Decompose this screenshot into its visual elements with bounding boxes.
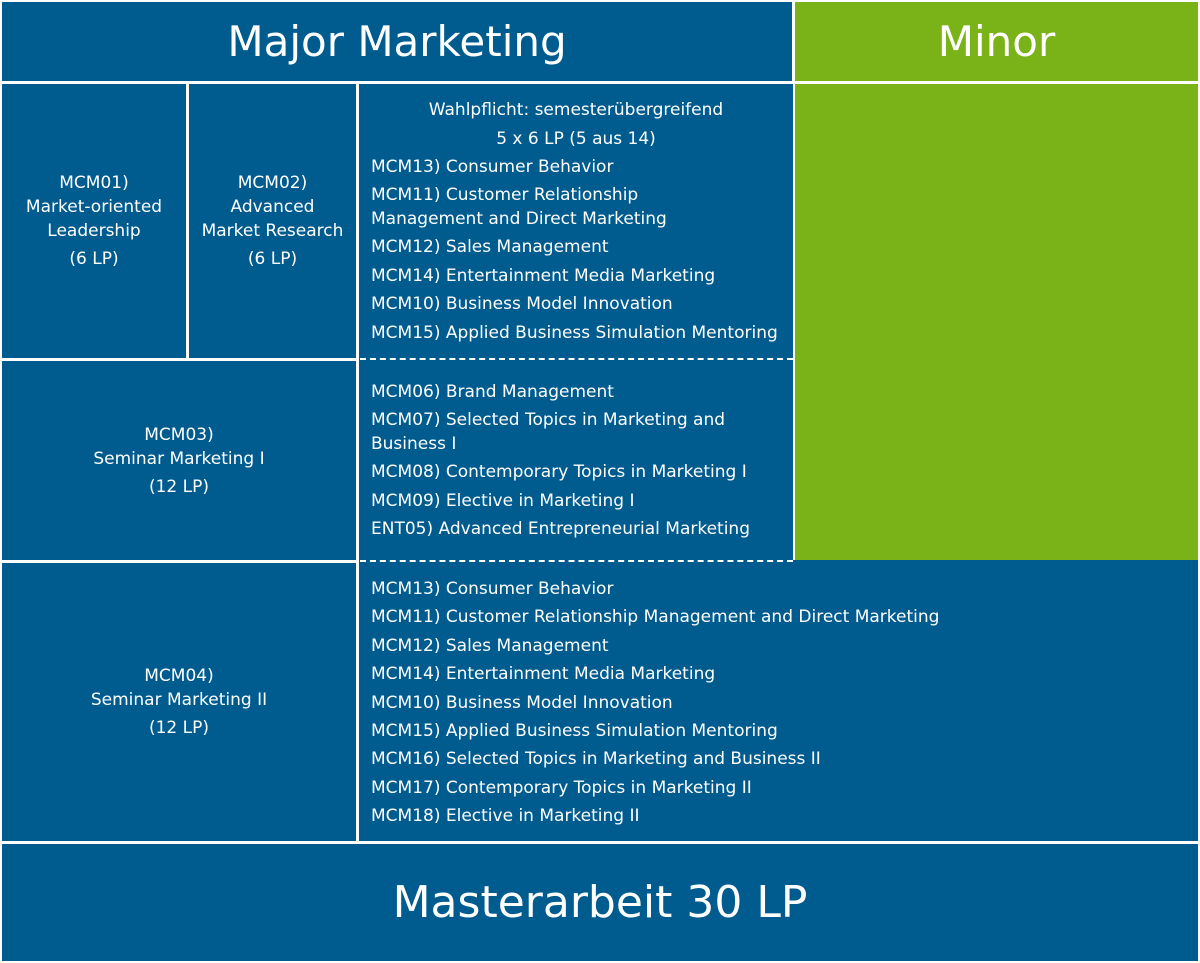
list-item: MCM10) Business Model Innovation <box>371 692 673 713</box>
elective-block <box>359 84 793 560</box>
module-mcm04: MCM04) Seminar Marketing II (12 LP) <box>2 563 356 841</box>
elective-heading: Wahlpflicht: semesterübergreifend 5 x 6 … <box>359 96 793 154</box>
elective-group-3: MCM13) Consumer Behavior MCM11) Customer… <box>371 575 1171 831</box>
module-title-line2: Leadership <box>47 221 141 241</box>
module-mcm02: MCM02) Advanced Market Research (6 LP) <box>189 84 356 358</box>
module-credits: (12 LP) <box>148 718 210 738</box>
minor-body <box>795 84 1198 560</box>
list-item: MCM16) Selected Topics in Marketing and … <box>371 749 821 770</box>
elective-heading-line2: 5 x 6 LP (5 aus 14) <box>496 129 656 149</box>
module-code: MCM04) <box>144 666 214 686</box>
module-code: MCM03) <box>144 424 214 445</box>
module-credits: (6 LP) <box>69 249 119 269</box>
list-item: MCM11) Customer Relationship Management … <box>371 607 940 628</box>
module-code: MCM02) <box>237 173 308 193</box>
list-item: MCM11) Customer Relationship Management … <box>371 185 667 230</box>
module-title: Seminar Marketing II <box>90 690 268 710</box>
list-item: MCM06) Brand Management <box>371 382 614 402</box>
list-item: MCM13) Consumer Behavior <box>371 157 614 177</box>
list-item: ENT05) Advanced Entrepreneurial Marketin… <box>371 519 750 540</box>
module-credits: (6 LP) <box>247 249 298 269</box>
elective-group-1: MCM13) Consumer Behavior MCM11) Customer… <box>371 153 778 347</box>
list-item: MCM08) Contemporary Topics in Marketing … <box>371 462 747 483</box>
module-credits: (12 LP) <box>148 476 210 497</box>
list-item: MCM17) Contemporary Topics in Marketing … <box>371 777 752 798</box>
elective-block-lower <box>359 560 1198 841</box>
module-mcm03: MCM03) Seminar Marketing I (12 LP) <box>2 361 356 560</box>
list-item: MCM15) Applied Business Simulation Mento… <box>371 721 778 742</box>
minor-header: Minor <box>795 2 1198 81</box>
list-item: MCM09) Elective in Marketing I <box>371 490 635 511</box>
list-item: MCM14) Entertainment Media Marketing <box>371 265 716 286</box>
dashed-divider-2 <box>360 560 793 562</box>
dashed-divider-1 <box>360 358 793 360</box>
thesis-footer: Masterarbeit 30 LP <box>2 844 1198 961</box>
list-item: MCM14) Entertainment Media Marketing <box>371 664 716 685</box>
elective-group-2: MCM06) Brand Management MCM07) Selected … <box>371 378 781 544</box>
list-item: MCM12) Sales Management <box>371 635 609 656</box>
module-title-line2: Market Research <box>201 221 344 241</box>
thesis-label: Masterarbeit 30 LP <box>392 877 808 928</box>
list-item: MCM12) Sales Management <box>371 237 609 258</box>
module-mcm01: MCM01) Market-oriented Leadership (6 LP) <box>2 84 186 358</box>
module-title: Seminar Marketing I <box>93 448 265 469</box>
elective-heading-line1: Wahlpflicht: semesterübergreifend <box>428 100 724 120</box>
list-item: MCM18) Elective in Marketing II <box>371 806 640 827</box>
list-item: MCM10) Business Model Innovation <box>371 294 673 315</box>
list-item: MCM13) Consumer Behavior <box>371 579 614 599</box>
module-title-line1: Advanced <box>230 197 315 217</box>
major-header: Major Marketing <box>2 2 792 81</box>
module-title-line1: Market-oriented <box>25 197 163 217</box>
major-title: Major Marketing <box>227 17 567 66</box>
module-code: MCM01) <box>59 173 129 193</box>
minor-title: Minor <box>937 17 1056 66</box>
list-item: MCM07) Selected Topics in Marketing and … <box>371 410 726 455</box>
list-item: MCM15) Applied Business Simulation Mento… <box>371 322 778 343</box>
